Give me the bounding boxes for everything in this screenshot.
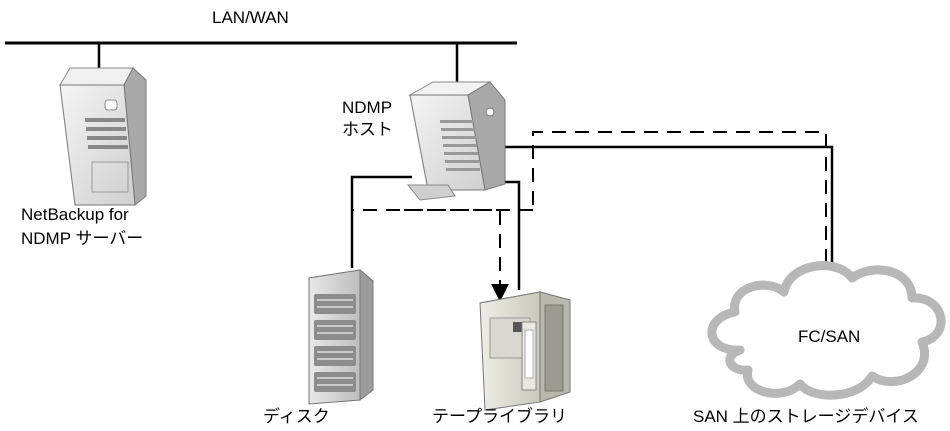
san-storage-label: SAN 上のストレージデバイス (693, 407, 919, 426)
disk-label: ディスク (263, 407, 330, 426)
ndmp-host-label-line1: NDMP (342, 98, 393, 117)
netbackup-server-tower-icon (59, 67, 147, 206)
ndmp-host-tower-icon (406, 81, 506, 201)
tape-library-icon (479, 291, 571, 411)
disk-array-icon (307, 268, 375, 405)
tape-library-label: テープライブラリ (432, 407, 567, 426)
ndmp-to-disk-link (350, 175, 412, 268)
ndmp-to-san-link (502, 145, 834, 288)
dataflow-ndmp-to-san (532, 131, 835, 287)
san-cloud-label: FC/SAN (798, 327, 861, 346)
ndmp-to-tape-link (500, 180, 521, 290)
ndmp-host-label-line2: ホスト (342, 120, 393, 139)
netbackup-server-label-line1: NetBackup for (21, 205, 129, 224)
netbackup-server-label-line2: NDMP サーバー (21, 229, 144, 248)
dataflow-disk-to-tape (351, 209, 509, 302)
network-label: LAN/WAN (212, 8, 289, 27)
san-cloud-icon (707, 261, 946, 400)
